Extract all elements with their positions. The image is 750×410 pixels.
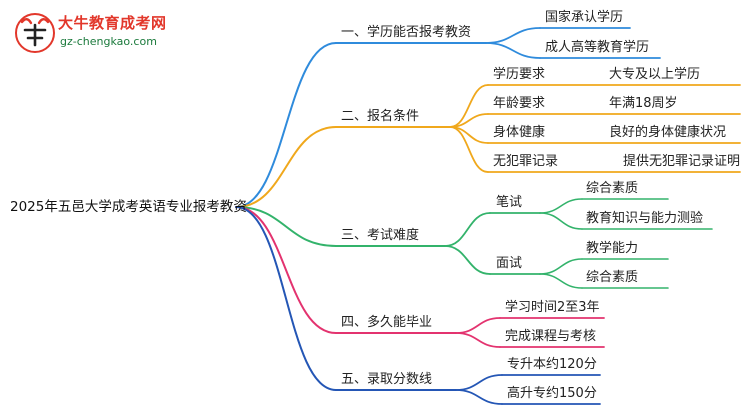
- root-links: [235, 42, 337, 391]
- branch-2-sub-3: 身体健康: [493, 125, 546, 140]
- site-logo[interactable]: 大牛教育成考网 gz-chengkao.com: [14, 10, 214, 58]
- root-node: 2025年五邑大学成考英语专业报考教资: [10, 199, 247, 215]
- logo-name: 大牛教育成考网: [58, 14, 167, 32]
- branch-2-sub-4-leaf: 提供无犯罪记录证明: [623, 154, 741, 169]
- branch-3-to-sub-1: [444, 212, 491, 247]
- branch-3-sub-2-to-leaf-2: [539, 273, 583, 289]
- branch-5-to-leaf-2: [455, 389, 503, 405]
- branch-2-label: 二、报名条件: [341, 109, 420, 124]
- branch-2-sub-3-leaf: 良好的身体健康状况: [609, 125, 727, 140]
- root-to-branch-3: [235, 206, 337, 247]
- branch-3-sub-2: 面试: [496, 256, 523, 271]
- branch-4-links: [335, 317, 605, 348]
- branch-3-links: [335, 198, 713, 289]
- branch-3-to-sub-2: [444, 245, 491, 275]
- branch-3-sub-2-to-leaf-1: [539, 258, 583, 275]
- branch-5-links: [335, 374, 601, 405]
- branch-2-sub-1: 学历要求: [493, 67, 546, 82]
- branch-2-sub-2: 年龄要求: [493, 96, 546, 111]
- branch-4-leaf-1: 学习时间2至3年: [505, 300, 600, 315]
- branch-4-leaf-2: 完成课程与考核: [505, 329, 597, 344]
- root-to-branch-4: [235, 206, 337, 334]
- branch-1-to-leaf-2: [485, 42, 541, 59]
- branch-3-sub-1-leaf-2: 教育知识与能力测验: [586, 211, 704, 226]
- branch-2-to-sub-4: [449, 126, 489, 173]
- branch-3-label: 三、考试难度: [341, 228, 420, 243]
- branch-5-label: 五、录取分数线: [341, 372, 433, 387]
- root-to-branch-2: [235, 126, 337, 208]
- branch-5-leaf-2: 高升专约150分: [507, 386, 597, 401]
- branch-3-sub-1-leaf-1: 综合素质: [586, 181, 639, 196]
- branch-1-label: 一、学历能否报考教资: [341, 25, 472, 40]
- branch-2-sub-4: 无犯罪记录: [493, 154, 559, 169]
- branch-1-links: [335, 27, 661, 59]
- branch-2-sub-2-leaf: 年满18周岁: [609, 96, 678, 111]
- branch-4-label: 四、多久能毕业: [341, 315, 433, 330]
- branch-5-to-leaf-1: [455, 374, 503, 391]
- branch-3-sub-1-to-leaf-2: [539, 212, 583, 230]
- root-to-branch-5: [235, 206, 337, 391]
- branch-1-leaf-2: 成人高等教育学历: [545, 40, 650, 55]
- branch-1-to-leaf-1: [485, 27, 541, 44]
- branch-4-to-leaf-1: [455, 317, 501, 334]
- branch-3-sub-1-to-leaf-1: [539, 198, 583, 214]
- root-to-branch-1: [235, 42, 337, 208]
- branch-3-sub-1: 笔试: [496, 195, 523, 210]
- branch-2-links: [335, 84, 741, 173]
- branch-1-leaf-1: 国家承认学历: [545, 10, 624, 25]
- branch-5-leaf-1: 专升本约120分: [507, 357, 597, 372]
- bull-logo-icon: [15, 13, 55, 53]
- branch-2-sub-1-leaf: 大专及以上学历: [609, 67, 701, 82]
- branch-3-sub-2-leaf-2: 综合素质: [586, 270, 639, 285]
- branch-3-sub-2-leaf-1: 教学能力: [586, 241, 639, 256]
- logo-url[interactable]: gz-chengkao.com: [60, 35, 157, 48]
- branch-4-to-leaf-2: [455, 332, 501, 348]
